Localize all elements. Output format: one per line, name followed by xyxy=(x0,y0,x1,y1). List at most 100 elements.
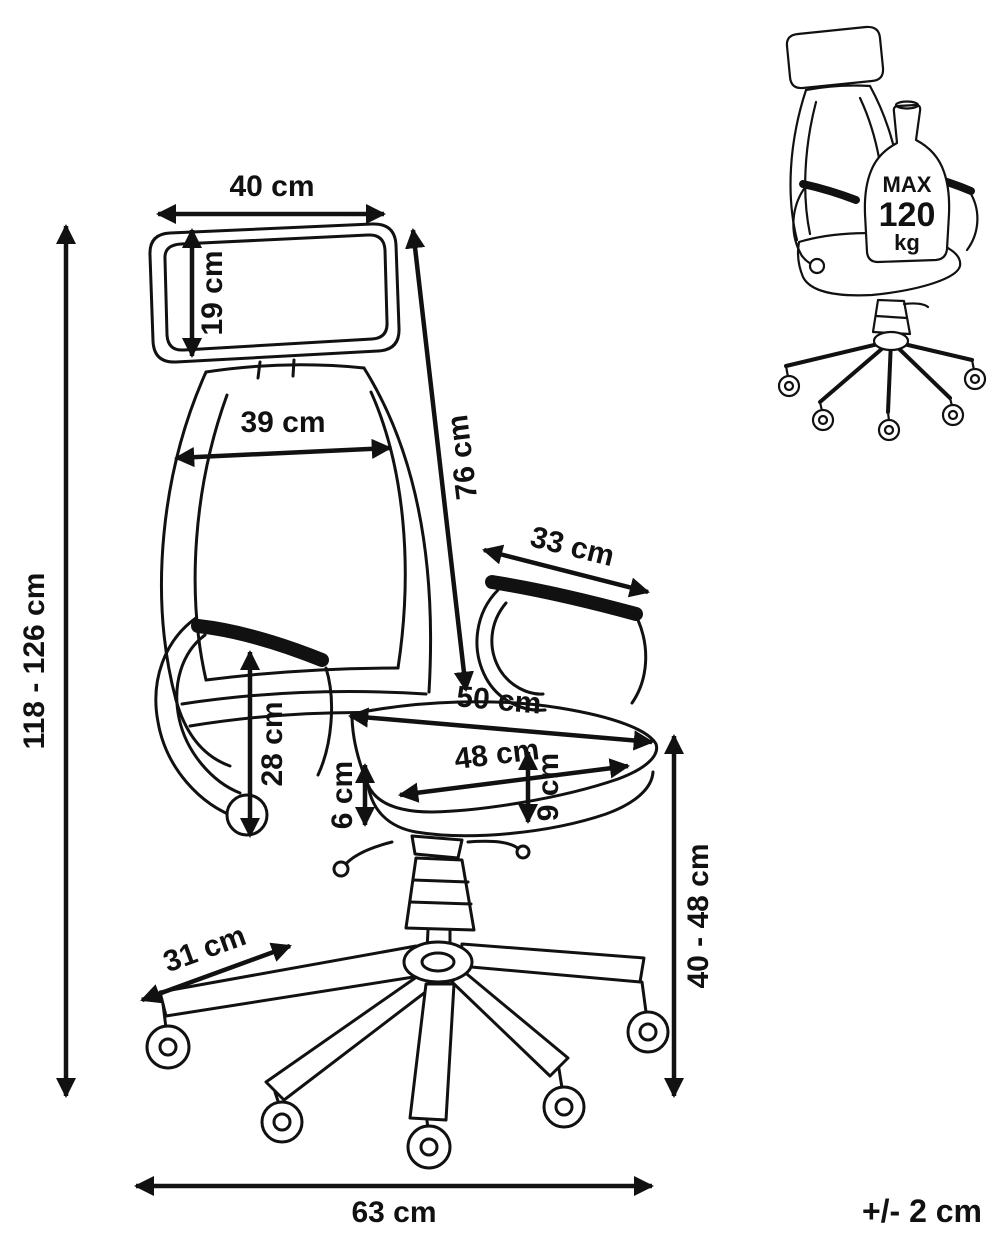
caster-hub-front-left xyxy=(272,1112,292,1132)
dim-backrest-height-arrow xyxy=(405,227,474,693)
dim-cushion-rear-label: 9 cm xyxy=(532,753,565,821)
mini-back-top xyxy=(804,84,872,92)
mini-caster-5 xyxy=(963,367,987,391)
headrest-stem-left xyxy=(256,360,262,380)
base-spoke-front xyxy=(408,982,456,1122)
base-spoke-right xyxy=(458,942,646,984)
lumbar-curve-1 xyxy=(180,690,428,706)
dim-seat-width-outer-arrow xyxy=(347,707,655,751)
base-hub-inner xyxy=(420,951,456,973)
dim-cushion-front-label: 6 cm xyxy=(326,761,359,829)
dim-headrest-height-label: 19 cm xyxy=(196,250,229,335)
armrest-left-loop-inner xyxy=(175,633,242,795)
tilt-lever-right xyxy=(466,839,522,852)
mini-lever xyxy=(902,302,930,309)
tilt-lever-left xyxy=(342,840,394,868)
backrest-right-edge xyxy=(362,366,433,694)
mini-spoke-left xyxy=(784,339,893,368)
dim-backrest-width-label: 39 cm xyxy=(240,406,325,439)
mini-mesh-left xyxy=(804,100,818,236)
armrest-right-loop-inner xyxy=(490,601,545,696)
max-load-badge: MAX 120 kg xyxy=(863,100,951,264)
backrest-top-edge xyxy=(204,363,366,374)
gas-lift xyxy=(332,834,531,953)
dim-base-arm-label: 31 cm xyxy=(159,919,250,979)
armrest-left-loop-outer xyxy=(154,616,240,820)
headrest xyxy=(148,222,401,380)
dim-armrest-length-arrow xyxy=(482,544,650,598)
armrest-left-support xyxy=(316,666,334,777)
caster-hub-front-right xyxy=(554,1097,574,1117)
armrest-left xyxy=(154,616,334,837)
tilt-lever-left-knob xyxy=(332,860,350,878)
dim-base-width-label: 63 cm xyxy=(351,1196,436,1229)
backrest-mesh-left xyxy=(193,393,229,682)
mini-armrest-left-pad xyxy=(799,180,860,204)
mini-chair-drawing: MAX 120 kg xyxy=(777,25,987,442)
caster-wheel-front-left xyxy=(260,1100,304,1144)
caster-stem-right xyxy=(640,980,648,1014)
dim-seat-height-label: 40 - 48 cm xyxy=(682,843,715,988)
mini-caster-5-hub xyxy=(969,373,981,385)
backrest-mesh-bottom xyxy=(204,666,400,682)
mini-armrest-left-knob xyxy=(808,257,826,275)
mini-headrest xyxy=(785,25,885,90)
mini-caster-3-hub xyxy=(883,424,895,436)
caster-wheel-right xyxy=(626,1010,670,1054)
dim-seat-width-inner-arrow xyxy=(397,758,631,803)
mini-armrest-right-support xyxy=(965,192,979,252)
gas-lift-rib-1 xyxy=(411,878,470,884)
dim-armrest-height-label: 28 cm xyxy=(256,701,289,786)
headrest-inner-outline xyxy=(163,233,389,352)
base-spoke-front-right xyxy=(450,968,570,1078)
mini-caster-2-hub xyxy=(817,414,829,426)
mini-caster-4-hub xyxy=(947,409,959,421)
mini-hub xyxy=(872,330,910,352)
dim-backrest-height-label: 76 cm xyxy=(441,413,484,501)
mini-caster-1-hub xyxy=(783,380,795,392)
tilt-lever-right-knob xyxy=(515,844,531,860)
dim-base-arm-arrow xyxy=(140,942,292,1004)
mini-caster-1 xyxy=(777,374,801,398)
armrest-right-pad xyxy=(485,575,643,621)
base xyxy=(145,940,670,1170)
mini-headrest-outline xyxy=(785,25,885,90)
max-load-value: 120 xyxy=(879,196,936,234)
max-load-unit: kg xyxy=(894,230,920,255)
gas-lift-rib-2 xyxy=(408,900,473,906)
seat-front-edge xyxy=(366,770,655,838)
dim-backrest-width-arrow xyxy=(173,438,393,468)
caster-hub-right xyxy=(638,1022,658,1042)
caster-wheel-left xyxy=(145,1024,191,1070)
mini-spoke-front-left xyxy=(818,339,893,404)
mechanism-plate xyxy=(410,834,464,860)
main-chair-drawing xyxy=(145,222,670,1170)
caster-wheel-front-right xyxy=(542,1085,586,1129)
headrest-outline xyxy=(148,222,401,364)
max-load-vase-lip xyxy=(894,100,920,110)
mini-spoke-front xyxy=(886,339,893,414)
gas-lift-bellows xyxy=(404,856,476,932)
max-load-label: MAX xyxy=(883,172,932,197)
mini-gas-lift xyxy=(871,298,930,336)
caster-hub-left xyxy=(158,1037,178,1057)
dim-overall-height-label: 118 - 126 cm xyxy=(18,573,51,750)
backrest-mesh-right xyxy=(369,390,407,670)
caster-stem-front-right xyxy=(557,1067,564,1090)
dim-seat-width-outer-label: 50 cm xyxy=(455,680,543,720)
armrest-left-pad xyxy=(191,619,329,667)
mini-spoke-front-right xyxy=(889,339,952,400)
mini-caster-4 xyxy=(941,403,965,427)
tolerance-note: +/- 2 cm xyxy=(862,1193,982,1229)
max-load-vase xyxy=(863,103,951,264)
mini-caster-2 xyxy=(811,408,835,432)
mini-bellows-rib xyxy=(874,314,909,320)
caster-stem-left xyxy=(161,1002,168,1030)
dim-headrest-width-label: 40 cm xyxy=(229,170,314,203)
mini-armrest-left-loop xyxy=(792,184,808,258)
base-hub xyxy=(402,940,474,984)
mini-caster-3 xyxy=(877,418,901,442)
armrest-right-support xyxy=(630,618,648,705)
